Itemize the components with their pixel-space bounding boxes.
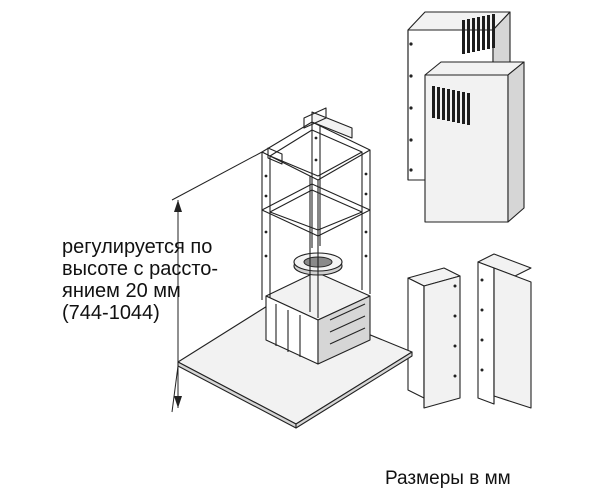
height-note-line-2: высоте с рассто- [62,258,219,280]
mounting-frame [261,107,371,318]
height-note-line-3: янием 20 мм [62,280,181,302]
lower-chimney-cover-right [477,253,532,409]
lower-left-cover-screw-holes [453,284,457,378]
lower-right-cover-screw-holes [480,278,484,372]
height-adjustment-note: регулируется по высоте с рассто- янием 2… [62,236,218,324]
frame-adjustment-holes [264,136,368,258]
height-note-line-4: (744-1044) [62,302,160,324]
units-note: Размеры в мм [385,468,511,489]
rear-cover-screw-holes [409,42,413,172]
height-note-line-1: регулируется по [62,236,213,258]
height-dimension-line [171,151,263,413]
lower-chimney-cover-left [407,267,461,409]
front-cover-vent-slots [432,86,470,125]
upper-chimney-cover-front [424,61,525,223]
rear-cover-vent-slots [462,14,495,54]
